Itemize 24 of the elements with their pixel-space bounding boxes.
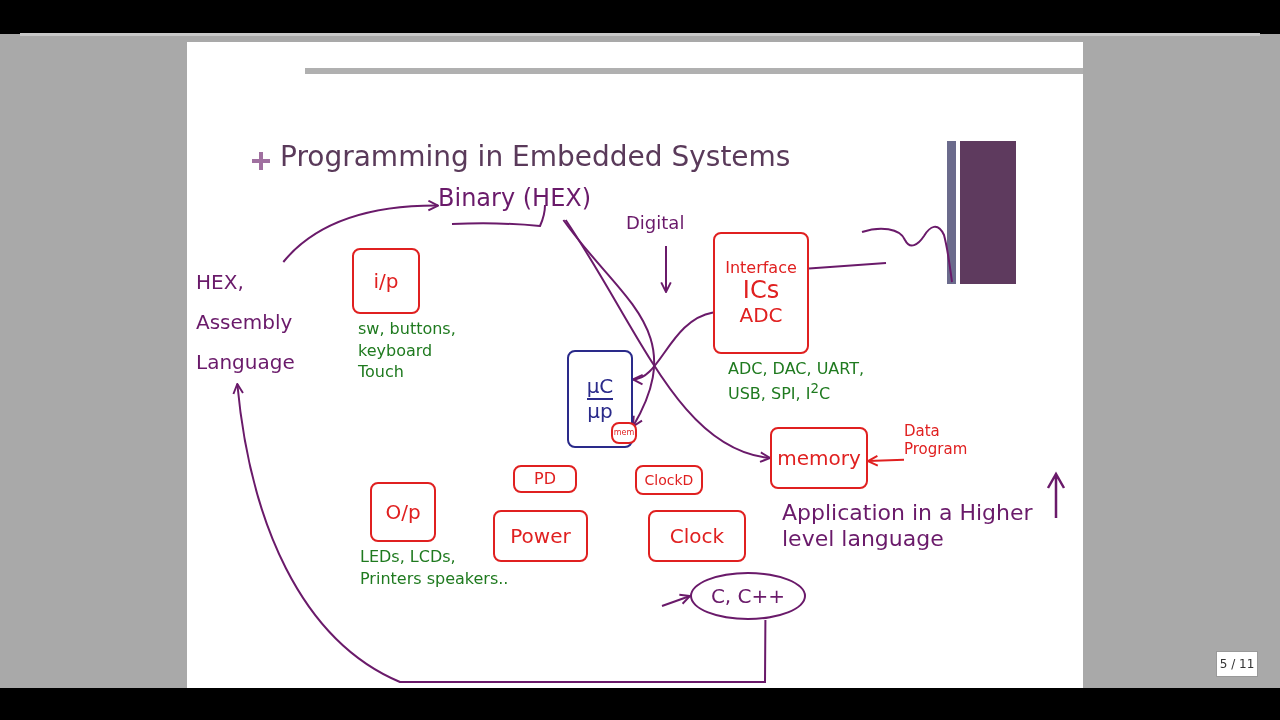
slide-title: Programming in Embedded Systems bbox=[280, 140, 792, 175]
arrow bbox=[282, 200, 439, 263]
digital-text: Digital bbox=[626, 212, 706, 246]
arrow bbox=[564, 219, 771, 462]
output-box: O/p bbox=[370, 482, 436, 542]
language-text: HEX, Assembly Language bbox=[196, 262, 314, 384]
page-number: 5 / 11 bbox=[1216, 651, 1258, 677]
arrow bbox=[660, 245, 672, 293]
arrow bbox=[562, 219, 656, 428]
power-box: Power bbox=[493, 510, 588, 562]
memory-box: memory bbox=[770, 427, 868, 489]
interface-box: Interface ICs ADC bbox=[713, 232, 809, 354]
clock-driver-box: ClockD bbox=[635, 465, 703, 495]
arrow bbox=[867, 454, 905, 467]
memory-box: mem bbox=[611, 422, 637, 444]
input-box: i/p bbox=[352, 248, 420, 314]
device-list: sw, buttons, keyboard Touch bbox=[358, 318, 478, 383]
clock-box: Clock bbox=[648, 510, 746, 562]
device-list: ADC, DAC, UART, USB, SPI, I$^{2}$C bbox=[728, 358, 888, 405]
power-driver-box: PD bbox=[513, 465, 577, 493]
data-program-text: Data Program bbox=[904, 422, 984, 480]
arrow bbox=[632, 311, 714, 384]
arrow bbox=[661, 593, 691, 607]
arrow bbox=[232, 383, 767, 683]
